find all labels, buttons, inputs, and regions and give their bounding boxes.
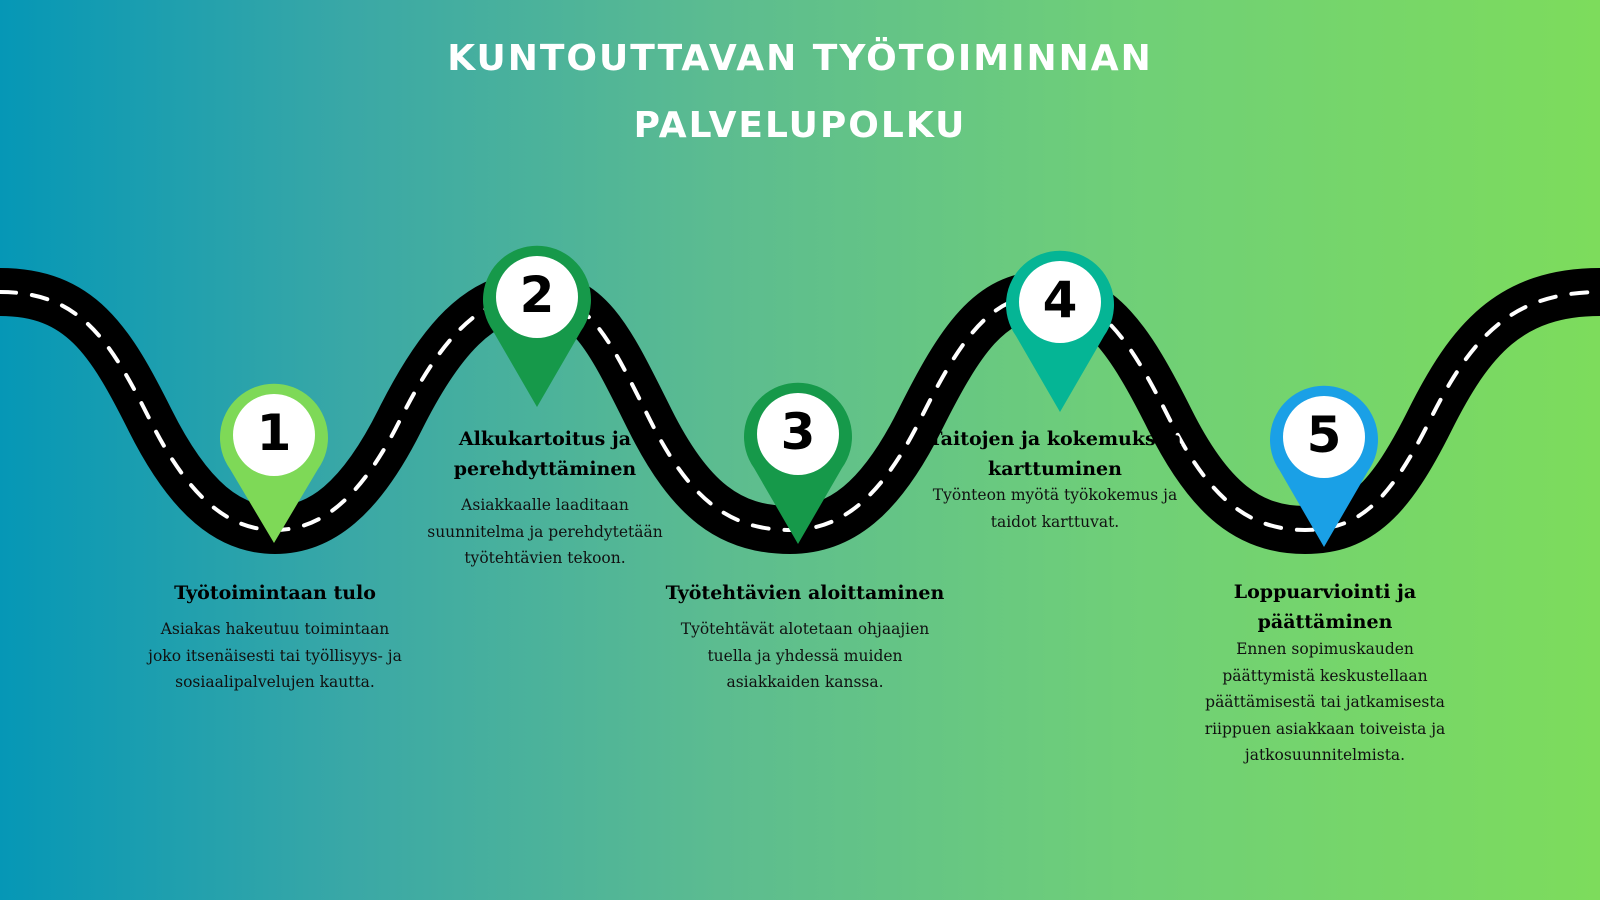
step-5-line: riippuen asiakkaan toiveista ja <box>1204 719 1446 738</box>
step-3-line: asiakkaiden kanssa. <box>726 673 884 691</box>
step-2-line: suunnitelma ja perehdytetään <box>427 522 663 541</box>
step-number-3: 3 <box>780 403 816 461</box>
step-1-description: Asiakas hakeutuu toimintaan joko itsenäi… <box>135 616 415 696</box>
step-3-heading: Työtehtävien aloittaminen <box>665 582 945 604</box>
step-number-1: 1 <box>256 404 292 462</box>
step-4-description: Työnteon myötä työkokemus ja taidot kart… <box>920 482 1190 535</box>
step-4-line: taidot karttuvat. <box>990 512 1120 531</box>
step-3-line: tuella ja yhdessä muiden <box>707 646 903 665</box>
step-5-line: Ennen sopimuskauden <box>1236 640 1414 658</box>
step-2-heading-line: Alkukartoitus ja <box>458 428 632 450</box>
step-1-heading: Työtoimintaan tulo <box>174 582 376 604</box>
step-1-line: joko itsenäisesti tai työllisyys- ja <box>148 646 402 665</box>
location-pin-icon-2 <box>483 245 591 407</box>
page-title-line-2: PALVELUPOLKU <box>633 105 967 146</box>
step-2-heading: Alkukartoitus ja perehdyttäminen <box>420 424 670 484</box>
step-4-heading: Taitojen ja kokemuksen karttuminen <box>920 424 1190 484</box>
step-5-line: päättämisestä tai jatkamisesta <box>1205 693 1445 711</box>
step-2-description: Asiakkaalle laaditaan suunnitelma ja per… <box>415 492 675 572</box>
step-2-heading-line: perehdyttäminen <box>453 458 637 480</box>
step-1-line: Asiakas hakeutuu toimintaan <box>160 620 390 638</box>
step-2-line: Asiakkaalle laaditaan <box>461 496 629 514</box>
step-5-line: päättymistä keskustellaan <box>1222 666 1428 685</box>
step-4-line: Työnteon myötä työkokemus ja <box>932 486 1178 504</box>
step-number-5: 5 <box>1306 406 1342 464</box>
step-1-line: sosiaalipalvelujen kautta. <box>175 673 375 691</box>
step-3-description: Työtehtävät alotetaan ohjaajien tuella j… <box>665 616 945 696</box>
step-4-heading-line: Taitojen ja kokemuksen <box>928 428 1182 450</box>
step-5-line: jatkosuunnitelmista. <box>1244 746 1406 764</box>
step-5-heading-line: päättäminen <box>1257 611 1393 633</box>
step-5-description: Ennen sopimuskauden päättymistä keskuste… <box>1195 636 1455 769</box>
location-pin-icon-5 <box>1270 385 1378 547</box>
step-5-heading: Loppuarviointi ja päättäminen <box>1195 577 1455 637</box>
location-pin-icon-4 <box>1006 250 1114 412</box>
step-3-line: Työtehtävät alotetaan ohjaajien <box>680 620 930 638</box>
step-5-heading-line: Loppuarviointi ja <box>1233 581 1417 603</box>
step-2-line: työtehtävien tekoon. <box>464 549 626 567</box>
step-number-4: 4 <box>1042 271 1078 329</box>
step-4-heading-line: karttuminen <box>988 458 1122 480</box>
location-pin-icon-3 <box>744 382 852 544</box>
location-pin-icon-1 <box>220 383 328 543</box>
page-title-line-1: KUNTOUTTAVAN TYÖTOIMINNAN <box>447 38 1153 79</box>
step-number-2: 2 <box>519 266 555 324</box>
